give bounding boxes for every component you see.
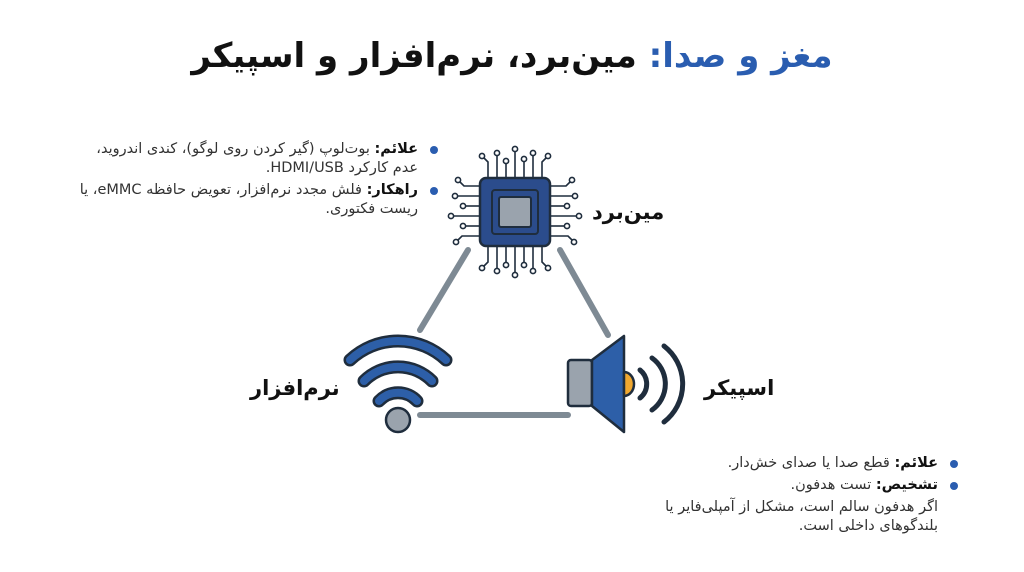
label-mainboard: مین‌برد xyxy=(592,200,665,224)
chip-pins-bottom xyxy=(478,246,552,279)
bullet-dot xyxy=(950,482,958,490)
speaker-cone xyxy=(590,334,626,434)
mainboard-symptoms: علائم: بوت‌لوپ (گیر کردن روی لوگو)، کندی… xyxy=(70,140,440,178)
mainboard-symptoms-key: علائم: xyxy=(374,141,418,157)
speaker-dust-cap xyxy=(622,370,636,398)
chip-core xyxy=(498,196,532,228)
speaker-info: علائم: قطع صدا یا صدای خش‌دار. تشخیص: تس… xyxy=(640,454,960,536)
chip-pins-top xyxy=(478,145,552,178)
speaker-symptoms-text: قطع صدا یا صدای خش‌دار. xyxy=(727,455,890,471)
connector-mainboard-speaker xyxy=(557,247,611,338)
speaker-symptoms: علائم: قطع صدا یا صدای خش‌دار. xyxy=(640,454,960,473)
wifi-dot xyxy=(384,406,412,434)
chip-pins-right xyxy=(549,176,583,246)
label-speaker: اسپیکر xyxy=(704,376,775,400)
speaker-diagnosis-key: تشخیص: xyxy=(875,477,938,493)
bullet-dot xyxy=(950,460,958,468)
speaker-magnet-box xyxy=(566,358,594,408)
speaker-diagnosis-text: تست هدفون. xyxy=(790,477,872,493)
mainboard-info: علائم: بوت‌لوپ (گیر کردن روی لوگو)، کندی… xyxy=(70,140,440,222)
bullet-dot xyxy=(430,187,438,195)
page-title: مغز و صدا: مین‌برد، نرم‌افزار و اسپیکر xyxy=(0,36,1024,76)
speaker-icon xyxy=(566,334,686,434)
bullet-dot xyxy=(430,146,438,154)
mainboard-symptoms-text: بوت‌لوپ (گیر کردن روی لوگو)، کندی اندروی… xyxy=(96,141,418,176)
chip-pins-left xyxy=(447,176,481,246)
title-rest: مین‌برد، نرم‌افزار و اسپیکر xyxy=(191,36,637,76)
mainboard-solution: راهکار: فلش مجدد نرم‌افزار، تعویض حافظه … xyxy=(70,181,440,219)
label-software: نرم‌افزار xyxy=(250,376,340,400)
speaker-symptoms-key: علائم: xyxy=(894,455,938,471)
mainboard-solution-key: راهکار: xyxy=(366,182,418,198)
wifi-icon xyxy=(343,334,453,434)
speaker-diagnosis-extra: اگر هدفون سالم است، مشکل از آمپلی‌فایر ی… xyxy=(665,499,938,534)
chip-icon xyxy=(447,145,583,279)
connector-mainboard-software xyxy=(417,247,471,333)
mainboard-solution-text: فلش مجدد نرم‌افزار، تعویض حافظه eMMC، یا… xyxy=(79,182,418,217)
title-accent: مغز و صدا: xyxy=(648,36,833,76)
speaker-diagnosis: تشخیص: تست هدفون. xyxy=(640,476,960,495)
